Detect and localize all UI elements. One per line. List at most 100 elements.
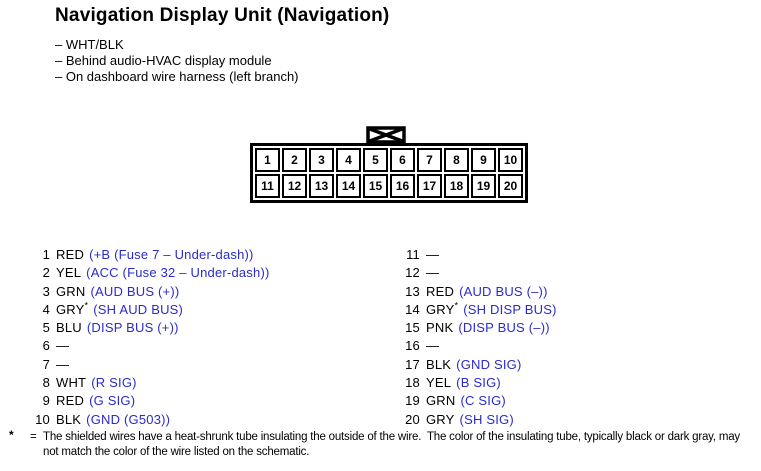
pin-number: 17: [405, 356, 420, 372]
pin-row: 12 —: [390, 264, 557, 282]
connector-cavity: 16: [390, 174, 415, 198]
pin-wire-color: —: [426, 265, 440, 281]
pin-number: 9: [42, 393, 50, 409]
connector-cavity: 14: [336, 174, 361, 198]
shielded-wire-footnote: * = The shielded wires have a heat-shrun…: [9, 428, 757, 460]
pin-wire-color: BLU: [56, 320, 82, 336]
connector-cavity: 7: [417, 148, 442, 172]
pin-function: (AUD BUS (+)): [90, 283, 180, 299]
pin-wire-color: GRN: [56, 283, 86, 299]
pin-wire-color: GRN: [426, 393, 456, 409]
pin-function: (+B (Fuse 7 – Under-dash)): [89, 247, 254, 262]
pin-number: 20: [405, 411, 420, 427]
pin-number: 11: [406, 247, 420, 262]
pin-function: (DISP BUS (+)): [86, 320, 179, 336]
pin-number: 19: [405, 393, 420, 409]
pin-row: 2 YEL(ACC (Fuse 32 – Under-dash)): [20, 264, 270, 282]
connector-cavity: 10: [498, 148, 523, 172]
pin-number: 10: [35, 411, 50, 427]
pin-wire-color: —: [56, 338, 70, 354]
connector-pinout-diagram: 1 2 3 4 5 6 7 8 9 10 11 12 13 14 15 16 1…: [250, 143, 528, 203]
pin-function: (G SIG): [89, 393, 136, 409]
pin-row: 20 GRY(SH SIG): [390, 411, 557, 429]
pin-number: 12: [405, 265, 420, 281]
pin-row: 14 GRY* (SH DISP BUS): [390, 301, 557, 319]
pin-number: 15: [405, 320, 420, 336]
connector-cavity: 15: [363, 174, 388, 198]
connector-cavity: 5: [363, 148, 388, 172]
pin-asterisk: *: [84, 300, 89, 311]
pin-number: 13: [405, 283, 420, 299]
pin-function: (SH AUD BUS): [93, 301, 184, 317]
connector-notes: – WHT/BLK – Behind audio-HVAC display mo…: [55, 37, 299, 85]
connector-cavity: 13: [309, 174, 334, 198]
connector-cavity: 20: [498, 174, 523, 198]
pin-number: 14: [405, 301, 420, 317]
footnote-equals: =: [30, 431, 37, 443]
connector-cavity: 8: [444, 148, 469, 172]
connector-latch-icon: [366, 126, 406, 144]
connector-cavity: 19: [471, 174, 496, 198]
pin-row: 7—: [20, 356, 270, 374]
pin-wire-color: YEL: [426, 375, 452, 391]
pin-wire-color: YEL: [56, 265, 82, 281]
pin-wire-color: BLK: [426, 356, 452, 372]
pin-wire-color: RED: [56, 247, 85, 262]
pin-wire-color: GRY: [426, 301, 455, 317]
pin-number: 16: [405, 338, 420, 354]
pin-wire-color: —: [426, 338, 440, 354]
connector-cavity: 4: [336, 148, 361, 172]
pin-row: 9 RED(G SIG): [20, 392, 270, 410]
note-wire-color: – WHT/BLK: [55, 37, 124, 52]
pin-wire-color: —: [56, 356, 70, 372]
pin-number: 2: [42, 265, 50, 281]
connector-cavity: 12: [282, 174, 307, 198]
pin-function: (GND SIG): [456, 356, 522, 372]
pin-wire-color: RED: [56, 393, 85, 409]
connector-cavity: 1: [255, 148, 280, 172]
pin-row: 16 —: [390, 337, 557, 355]
pin-number: 1: [42, 247, 50, 262]
connector-cavity: 6: [390, 148, 415, 172]
pin-number: 5: [42, 320, 50, 336]
connector-cavity: 2: [282, 148, 307, 172]
pin-number: 7: [42, 356, 50, 372]
pin-number: 6: [42, 338, 50, 354]
pin-number: 8: [42, 375, 50, 391]
pin-asterisk: *: [454, 300, 459, 311]
pin-wire-color: GRY: [426, 411, 455, 427]
pin-wire-color: WHT: [56, 375, 87, 391]
connector-cavity: 17: [417, 174, 442, 198]
pin-wire-color: BLK: [56, 411, 82, 427]
connector-cavity: 3: [309, 148, 334, 172]
footnote-asterisk: *: [9, 428, 14, 442]
pin-function: (B SIG): [456, 375, 501, 391]
pin-function: (DISP BUS (–)): [458, 320, 550, 336]
pin-function: (ACC (Fuse 32 – Under-dash)): [86, 265, 270, 281]
pin-function: (SH SIG): [459, 411, 514, 427]
pin-row: 1 RED (+B (Fuse 7 – Under-dash)): [20, 246, 270, 264]
pin-row: 5 BLU(DISP BUS (+)): [20, 319, 270, 337]
pin-row: 11 —: [390, 246, 557, 264]
pin-row: 17 BLK(GND SIG): [390, 356, 557, 374]
connector-cavity: 18: [444, 174, 469, 198]
pin-row: 6—: [20, 337, 270, 355]
pin-wire-color: GRY: [56, 301, 85, 317]
note-location: – Behind audio-HVAC display module: [55, 53, 272, 68]
footnote-text: The shielded wires have a heat-shrunk tu…: [43, 431, 743, 458]
note-harness: – On dashboard wire harness (left branch…: [55, 69, 299, 84]
connector-cavity: 11: [255, 174, 280, 198]
connector-cavity: 9: [471, 148, 496, 172]
pin-wire-color: —: [426, 247, 440, 262]
pin-function: (SH DISP BUS): [463, 301, 557, 317]
